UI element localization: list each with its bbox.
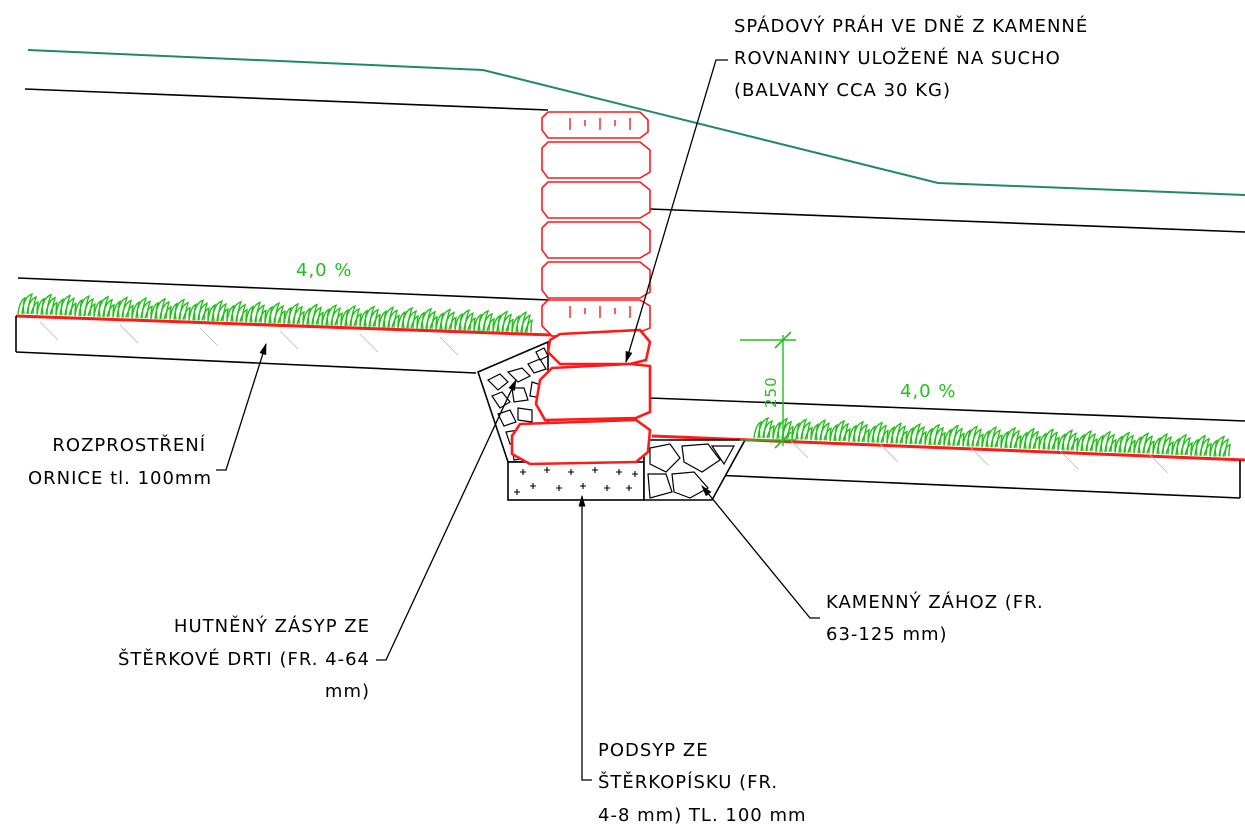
grass-tuft (188, 299, 210, 322)
stone-sill-boulders (510, 328, 652, 466)
grass-tuft (1190, 435, 1212, 457)
grass-tuft (435, 308, 457, 331)
grass-tuft (981, 426, 1003, 448)
grass-tuft (245, 301, 267, 324)
right-slope-label: 4,0 % (900, 381, 956, 402)
dimension-value: 250 (762, 376, 780, 408)
grass-tuft (1019, 428, 1041, 450)
upper-bank-line (24, 88, 549, 111)
riprap-note-line1: KAMENNÝ ZÁHOZ (FR. (826, 591, 1044, 613)
grass-tuft (169, 298, 191, 321)
grass-tuft (264, 302, 286, 324)
grass-tuft (74, 295, 96, 317)
backfill-annotation: HUTNĚNÝ ZÁSYP ZE ŠTĚRKOVÉ DRTI (FR. 4-64… (118, 615, 370, 702)
backfill-note-line2: ŠTĚRKOVÉ DRTI (FR. 4-64 (118, 648, 370, 670)
bedding-note-line2: ŠTĚRKOPÍSKU (FR. (598, 771, 778, 793)
leader-lines (216, 59, 820, 781)
grass-tuft (207, 300, 229, 322)
grass-tuft (378, 306, 400, 329)
grass-tuft (226, 301, 248, 323)
grass-tuft (753, 417, 775, 439)
bedding-note-line1: PODSYP ZE (598, 740, 709, 761)
grass-tuft (1114, 431, 1136, 454)
grass-tuft (791, 418, 813, 441)
grass-tuft (321, 304, 343, 326)
grass-tuft (867, 421, 889, 444)
grass-tuft (962, 425, 984, 448)
topsoil-note-line2: ORNICE tl. 100mm (28, 468, 212, 489)
grass-tuft (1095, 431, 1117, 453)
grass-tuft (359, 305, 381, 328)
bedding-note-line3: 4-8 mm) TL. 100 mm (598, 805, 807, 826)
topsoil-note-line1: ROZPROSTŘENÍ (52, 434, 206, 456)
grass-tuft (340, 305, 362, 327)
grass-tuft (810, 419, 832, 442)
sill-note-line1: SPÁDOVÝ PRÁH VE DNĚ Z KAMENNÉ (734, 15, 1088, 37)
sill-annotation: SPÁDOVÝ PRÁH VE DNĚ Z KAMENNÉ ROVNANINY … (734, 15, 1088, 101)
grass-tuft (1209, 435, 1231, 458)
riprap-note-line2: 63-125 mm) (826, 624, 948, 645)
grass-tuft (924, 424, 946, 446)
grass-tuft (905, 423, 927, 445)
left-topsoil-layer (15, 277, 553, 374)
riprap-annotation: KAMENNÝ ZÁHOZ (FR. 63-125 mm) (826, 591, 1044, 645)
topsoil-annotation: ROZPROSTŘENÍ ORNICE tl. 100mm (28, 434, 212, 489)
grass-tuft (1057, 429, 1079, 452)
grass-tuft (943, 425, 965, 447)
lower-bank-line (649, 208, 1245, 233)
grass-tuft (1152, 433, 1174, 455)
sill-note-line3: (BALVANY CCA 30 KG) (734, 80, 951, 101)
stone-riprap (643, 439, 747, 501)
grass-tuft (829, 420, 851, 442)
bedding-annotation: PODSYP ZE ŠTĚRKOPÍSKU (FR. 4-8 mm) TL. 1… (598, 740, 807, 826)
left-slope-label: 4,0 % (296, 260, 352, 281)
grass-tuft (492, 310, 514, 333)
grass-tuft (886, 422, 908, 445)
grass-tuft (283, 303, 305, 325)
grass-tuft (454, 309, 476, 331)
backfill-note-line1: HUTNĚNÝ ZÁSYP ZE (174, 615, 370, 637)
grass-tuft (511, 311, 533, 334)
grass-tuft (112, 296, 134, 319)
grass-tuft (302, 303, 324, 326)
sand-gravel-bedding (507, 461, 645, 501)
grass-tuft (1038, 428, 1060, 451)
grass-tuft (473, 310, 495, 332)
grass-tuft (848, 421, 870, 443)
grass-tuft (55, 294, 77, 317)
backfill-note-line3: mm) (325, 681, 370, 702)
stone-sill (541, 111, 651, 337)
sill-note-line2: ROVNANINY ULOŽENÉ NA SUCHO (734, 47, 1061, 69)
grass-tuft (416, 308, 438, 330)
height-dimension: 250 (740, 331, 796, 449)
grass-tuft (397, 307, 419, 329)
grass-tuft (1076, 430, 1098, 452)
grass-tuft (1000, 427, 1022, 449)
grass-tuft (93, 296, 115, 318)
grass-tuft (36, 294, 58, 316)
grass-tuft (131, 297, 153, 319)
grass-tuft (1171, 434, 1193, 456)
water-level-line (27, 49, 1245, 196)
grass-tuft (1133, 432, 1155, 455)
grass-tuft (150, 298, 172, 320)
grass-tuft (17, 293, 39, 315)
